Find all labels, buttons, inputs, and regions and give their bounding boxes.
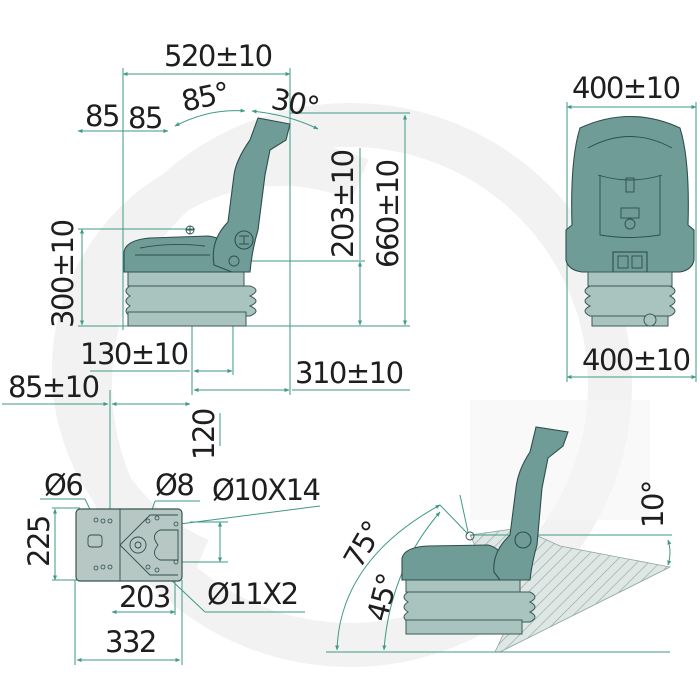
dim-front-bottom-width: 400±10 xyxy=(582,343,690,377)
dim-hole-medium: Ø8 xyxy=(155,468,193,502)
dim-tilt-angle-small: 45° xyxy=(360,571,405,625)
dim-vertical-offset: 120 xyxy=(187,409,221,460)
dim-backrest-angle-forward: 85° xyxy=(178,75,231,118)
dim-plate-width: 332 xyxy=(105,625,156,659)
dim-hole-pair: Ø11X2 xyxy=(207,577,298,611)
dim-plate-height: 225 xyxy=(22,516,56,567)
dim-fore-aft-adjust: 85±10 xyxy=(8,370,99,404)
dim-hole-small: Ø6 xyxy=(44,468,82,502)
dim-hole-spacing: 203 xyxy=(119,580,170,614)
dim-floor-angle: 10° xyxy=(636,481,670,528)
side-view xyxy=(77,68,410,395)
dim-overall-height: 660±10 xyxy=(371,160,405,268)
dim-backrest-aft: 85 xyxy=(128,101,162,135)
dim-overall-depth: 520±10 xyxy=(164,39,272,73)
dim-pivot-offset: 130±10 xyxy=(80,337,188,371)
dim-rear-depth: 310±10 xyxy=(295,356,403,390)
mounting-plate-view xyxy=(2,390,321,665)
dim-seat-height: 300±10 xyxy=(46,220,80,328)
front-view xyxy=(565,102,697,382)
dim-slot: Ø10X14 xyxy=(212,473,320,507)
dim-tilt-angle-large: 75° xyxy=(337,516,390,574)
dim-backrest-fore: 85 xyxy=(85,99,119,133)
dim-pivot-height: 203±10 xyxy=(326,150,360,258)
dim-front-top-width: 400±10 xyxy=(572,71,680,105)
tilt-view xyxy=(326,426,672,653)
